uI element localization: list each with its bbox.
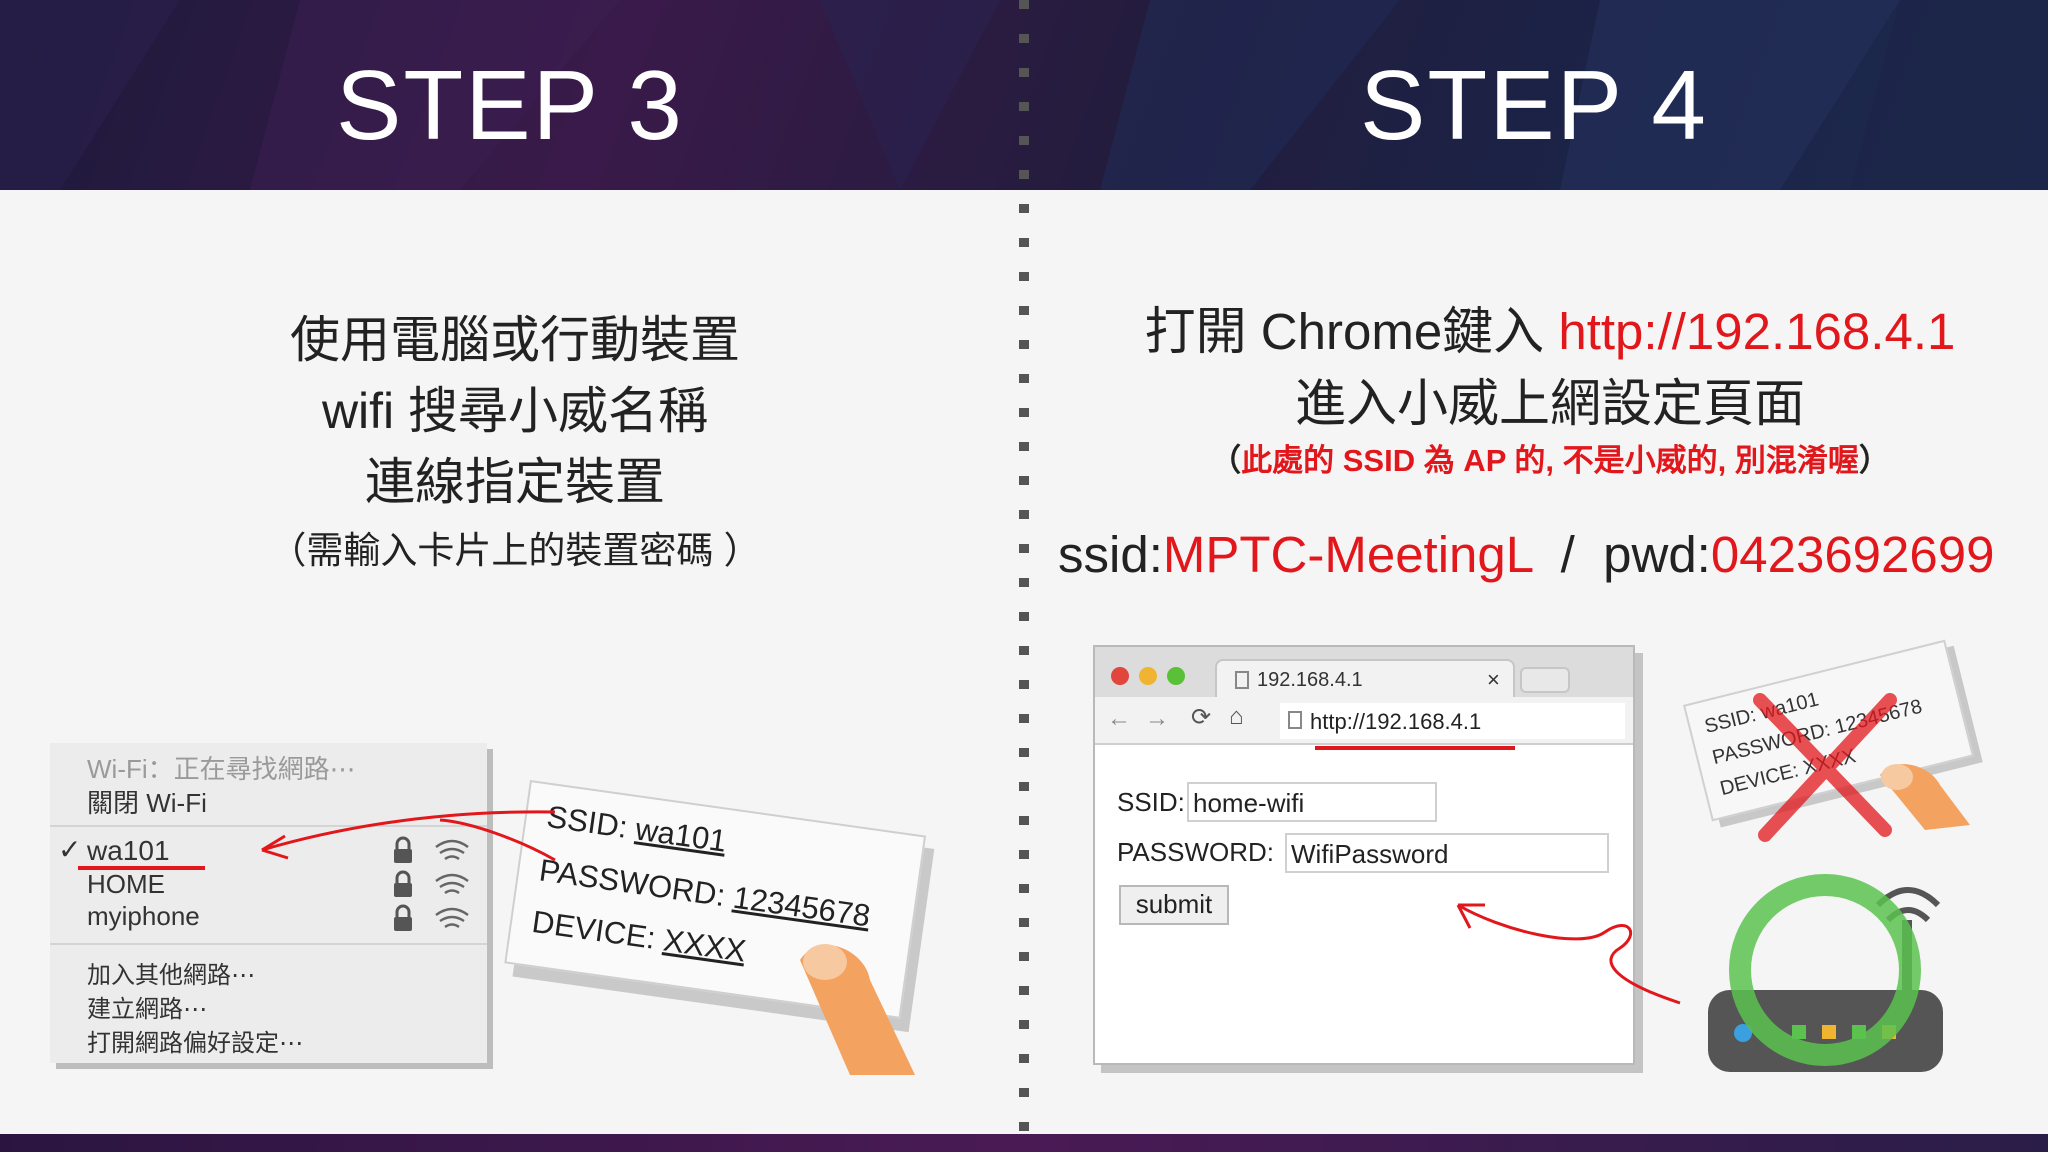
red-arrow-left [261, 810, 556, 852]
step3-line3: 連線指定裝置 [365, 454, 665, 510]
step4-note-warning: 此處的 SSID 為 AP 的, 不是小威的, 別混淆喔 [1241, 443, 1859, 478]
home-icon[interactable]: ⌂ [1229, 703, 1244, 730]
step4-line1: 打開 Chrome鍵入 http://192.168.4.1 [1060, 290, 2040, 364]
wifi-status: Wi-Fi：正在尋找網路⋯ [87, 754, 356, 784]
wifi-icon [435, 839, 469, 861]
arrow-head-icon [1456, 903, 1485, 929]
form-ssid-label: SSID: [1117, 787, 1185, 817]
green-ring-highlight [1729, 874, 1921, 1066]
credentials-line: ssid:MPTC-MeetingL / pwd:0423692699 [1058, 525, 2048, 584]
wifi-toggle[interactable]: 關閉 Wi-Fi [87, 788, 207, 818]
credentials-separator: / [1532, 526, 1604, 583]
step4-note-open: （ [1210, 443, 1242, 478]
form-ssid-input[interactable]: home-wifi [1187, 782, 1437, 822]
join-other-network[interactable]: 加入其他網路⋯ [87, 962, 255, 989]
menu-separator [50, 825, 487, 827]
step3-instructions: 使用電腦或行動裝置 wifi 搜尋小威名稱 連線指定裝置 [220, 305, 810, 518]
forward-arrow-icon[interactable]: → [1145, 705, 1169, 732]
lock-icon [394, 870, 412, 897]
step3-line1: 使用電腦或行動裝置 [290, 312, 740, 368]
zoom-dot-icon[interactable] [1167, 667, 1185, 685]
arrow-head-icon [261, 834, 289, 860]
browser-window: 192.168.4.1 × ← → ⟳ ⌂ http://192.168.4.1… [1093, 645, 1635, 1065]
form-password-input[interactable]: WifiPassword [1285, 833, 1609, 873]
step4-url[interactable]: http://192.168.4.1 [1558, 303, 1956, 360]
step4-note-close: ） [1858, 443, 1890, 478]
lock-icon [394, 904, 412, 931]
step4-title: STEP 4 [1360, 50, 1708, 160]
step4-line1-prefix: 打開 Chrome鍵入 [1144, 303, 1559, 360]
wifi-menu: Wi-Fi：正在尋找網路⋯ 關閉 Wi-Fi ✓ wa101 HOME myip… [50, 743, 487, 1063]
cross-icon [1753, 693, 1897, 842]
wifi-icon [435, 873, 469, 895]
step3-line2: wifi 搜尋小威名稱 [321, 383, 709, 439]
red-arrow-right [1457, 903, 1681, 1005]
step3-note: （需輸入卡片上的裝置密碼 ） [269, 530, 761, 571]
open-network-prefs[interactable]: 打開網路偏好設定⋯ [87, 1030, 303, 1057]
network-myiphone[interactable]: myiphone [87, 901, 200, 931]
close-dot-icon[interactable] [1111, 667, 1129, 685]
step3-title: STEP 3 [336, 50, 684, 160]
back-arrow-icon[interactable]: ← [1107, 705, 1131, 732]
tab-close-icon[interactable]: × [1487, 667, 1500, 692]
lock-icon [394, 836, 412, 863]
wifi-icon [435, 907, 469, 929]
page-icon [1288, 711, 1302, 729]
step4-line2: 進入小威上網設定頁面 [1294, 375, 1805, 432]
submit-button[interactable]: submit [1119, 885, 1229, 925]
browser-titlebar: 192.168.4.1 × [1095, 647, 1633, 699]
minimize-dot-icon[interactable] [1139, 667, 1157, 685]
red-arrow-tail [439, 818, 556, 862]
page-icon [1235, 671, 1249, 689]
ssid-label: ssid: [1058, 526, 1163, 583]
checkmark-icon: ✓ [58, 834, 82, 865]
network-home[interactable]: HOME [87, 869, 165, 899]
reload-icon[interactable]: ⟳ [1191, 704, 1212, 731]
new-tab-button[interactable] [1520, 667, 1570, 693]
tab-title: 192.168.4.1 [1257, 669, 1363, 691]
address-bar[interactable]: http://192.168.4.1 [1280, 703, 1625, 739]
pwd-label: pwd: [1603, 526, 1711, 583]
pwd-value: 0423692699 [1710, 526, 1995, 583]
menu-separator [50, 943, 487, 945]
footer-bar [0, 1134, 2048, 1152]
browser-tab[interactable]: 192.168.4.1 × [1215, 659, 1515, 699]
form-password-label: PASSWORD: [1117, 837, 1274, 867]
step4-note: （此處的 SSID 為 AP 的, 不是小威的, 別混淆喔） [1060, 435, 2040, 480]
create-network[interactable]: 建立網路⋯ [87, 996, 207, 1023]
finger-icon [800, 944, 915, 1075]
finger-icon [1880, 764, 1970, 830]
address-text: http://192.168.4.1 [1310, 709, 1482, 734]
network-wa101[interactable]: wa101 [87, 835, 170, 866]
header-facets-decoration [0, 0, 2048, 190]
dotted-divider [1019, 0, 1029, 1134]
network-icons [394, 836, 469, 931]
ssid-value: MPTC-MeetingL [1162, 526, 1533, 583]
